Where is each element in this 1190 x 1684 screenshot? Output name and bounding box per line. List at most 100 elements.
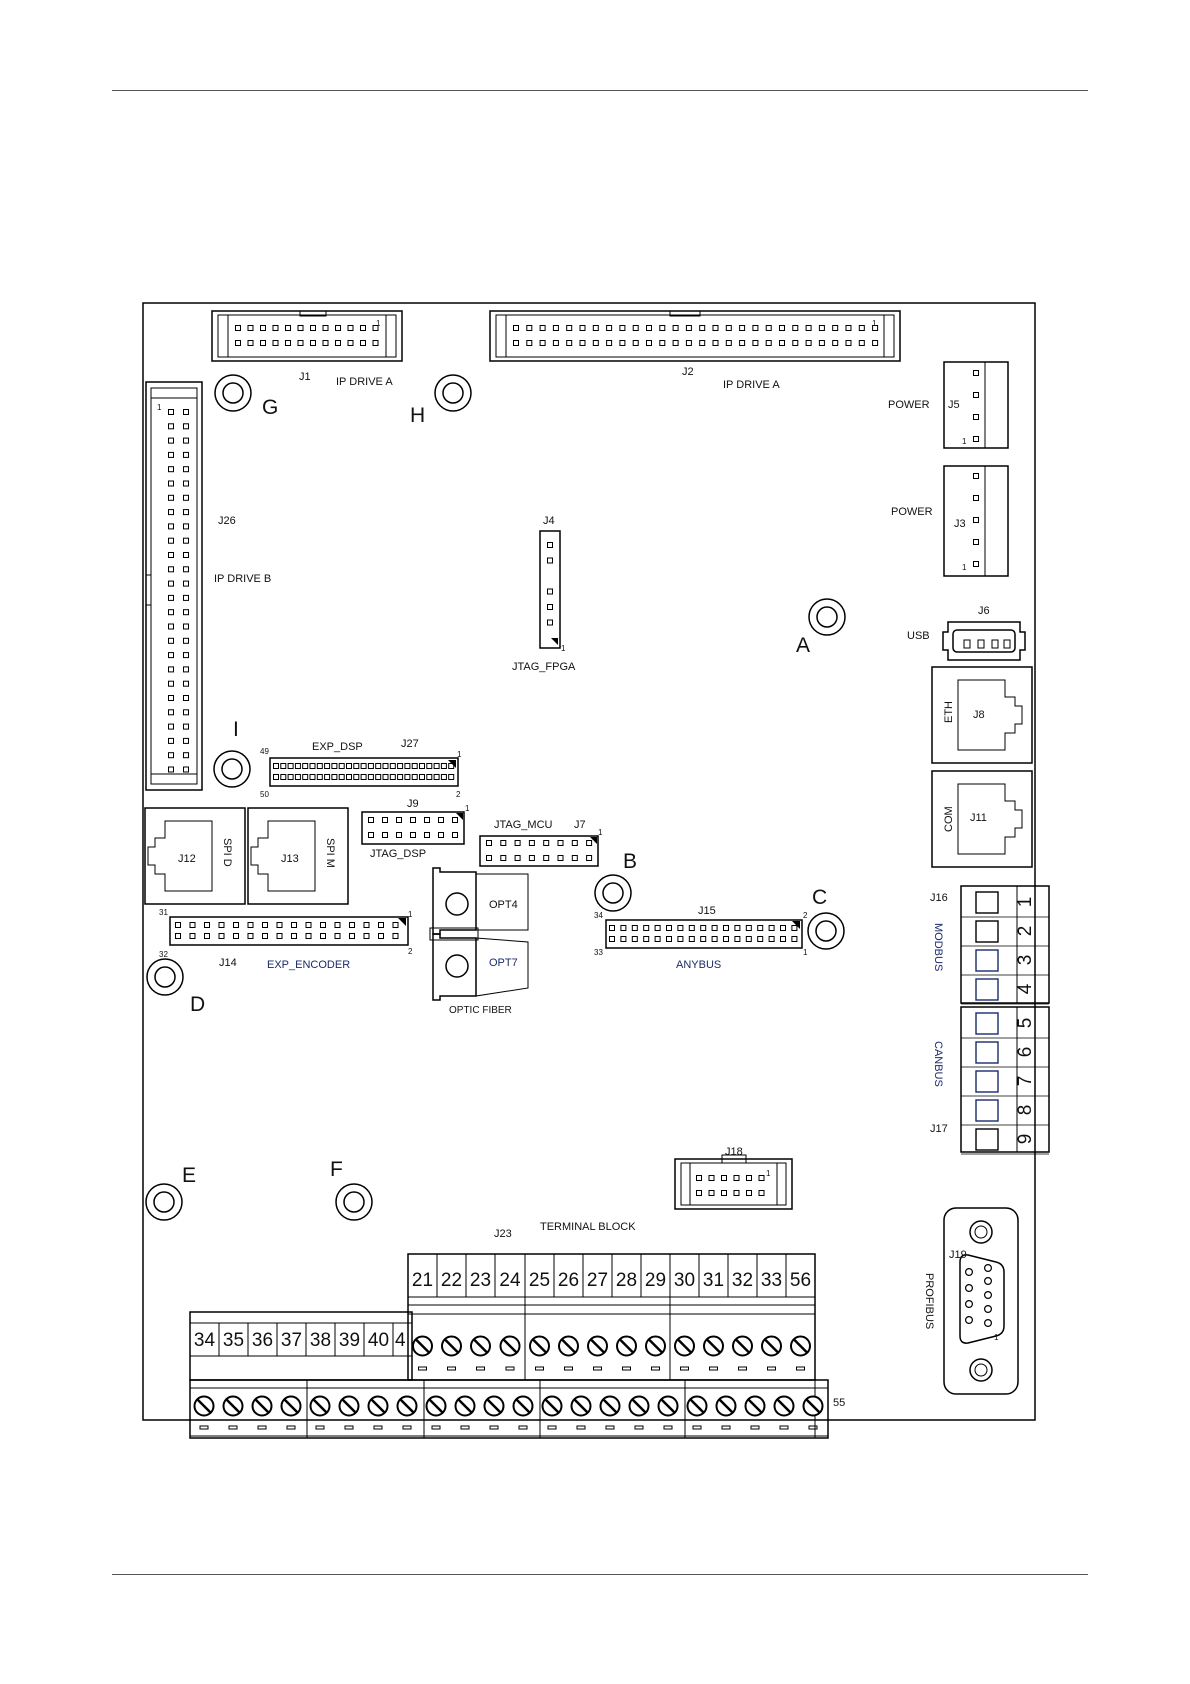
pin [233,922,239,928]
pin [752,340,759,346]
j27-pin-49: 49 [260,747,269,756]
pin [285,325,291,331]
j15-name: ANYBUS [676,959,721,971]
pin [858,325,865,331]
terminal-number: 36 [252,1330,273,1351]
pin [711,925,718,931]
pin [183,437,189,444]
terminal-cell: 4 [961,978,1049,1005]
pin [696,1190,702,1196]
terminal-cell: 22 [436,1254,463,1371]
j3-name: POWER [891,506,933,518]
pin [353,774,360,780]
pin [643,936,650,942]
pin [526,340,533,346]
pin [372,325,379,331]
pin [389,763,396,769]
screw-icon [440,1335,463,1357]
pin [677,925,684,931]
terminal-number: 37 [281,1330,302,1351]
pin [183,494,189,501]
pin [204,933,210,939]
pin-array [964,1263,992,1327]
pin [973,392,979,398]
pin [168,680,174,687]
pin [305,922,312,928]
terminal-cell: 24 [494,1254,521,1371]
pin [513,325,519,331]
pin [168,409,174,415]
terminal-slot [547,1425,557,1430]
j13-connector [247,807,349,905]
pin [183,766,189,773]
pin [632,325,639,331]
pin [287,763,294,769]
screw-icon [280,1395,302,1417]
screw-icon [570,1395,592,1417]
pin [273,763,279,769]
svg-text:1: 1 [872,319,877,328]
pin [404,774,411,780]
pin [433,774,440,780]
pin [235,325,241,331]
screw-icon [802,1395,824,1417]
terminal-number: 25 [529,1270,550,1291]
j14-pin-1: 1 [408,910,413,919]
terminal-cell: 26 [553,1254,580,1371]
screw-icon [411,1335,434,1357]
pin [685,325,692,331]
pin [183,580,189,587]
pin [805,325,812,331]
pin [539,340,546,346]
pin [183,509,189,516]
pin [396,832,402,838]
mounting-hole-b: B [594,850,637,912]
terminal-number: 4 [395,1330,406,1351]
j17-name: CANBUS [932,1041,944,1087]
j12-name: SPI D [221,838,233,867]
svg-text:1: 1 [561,644,566,653]
screw-icon [338,1395,360,1417]
pin [183,609,189,616]
terminal-number: 32 [732,1270,753,1291]
pin [708,1175,715,1181]
terminal-number: 30 [674,1270,695,1291]
pin [712,340,719,346]
pin [411,763,418,769]
j11-ref: J11 [970,812,987,824]
pin [175,922,181,928]
pin [309,763,316,769]
terminal-cell: 39 [334,1323,360,1356]
screw-icon [193,1395,215,1417]
terminal-cell: 1 [961,891,1049,918]
terminal-number: 34 [194,1330,216,1351]
hole-label: H [410,404,425,427]
terminal-slot [605,1425,615,1430]
pin [438,817,444,823]
pin [631,936,638,942]
j26-name: IP DRIVE B [214,573,271,585]
pin [233,933,239,939]
pin [378,933,384,939]
screw-icon [367,1395,389,1417]
terminal-number: 24 [499,1270,521,1291]
pin [543,840,550,846]
svg-text:1: 1 [598,828,603,837]
pin [780,925,786,931]
pin [324,763,331,769]
pin [606,340,613,346]
pin [375,774,382,780]
optic-fiber-connectors [429,867,529,1001]
screw-icon [715,1395,737,1417]
terminal-slot [663,1425,673,1430]
j27-pin-50: 50 [260,790,269,799]
terminal-slot [402,1425,412,1430]
pin-array [547,542,553,626]
j4-ref: J4 [543,515,555,527]
terminal-slot [228,1425,238,1430]
j8-connector [931,666,1033,764]
terminal-cell: 28 [611,1254,638,1371]
